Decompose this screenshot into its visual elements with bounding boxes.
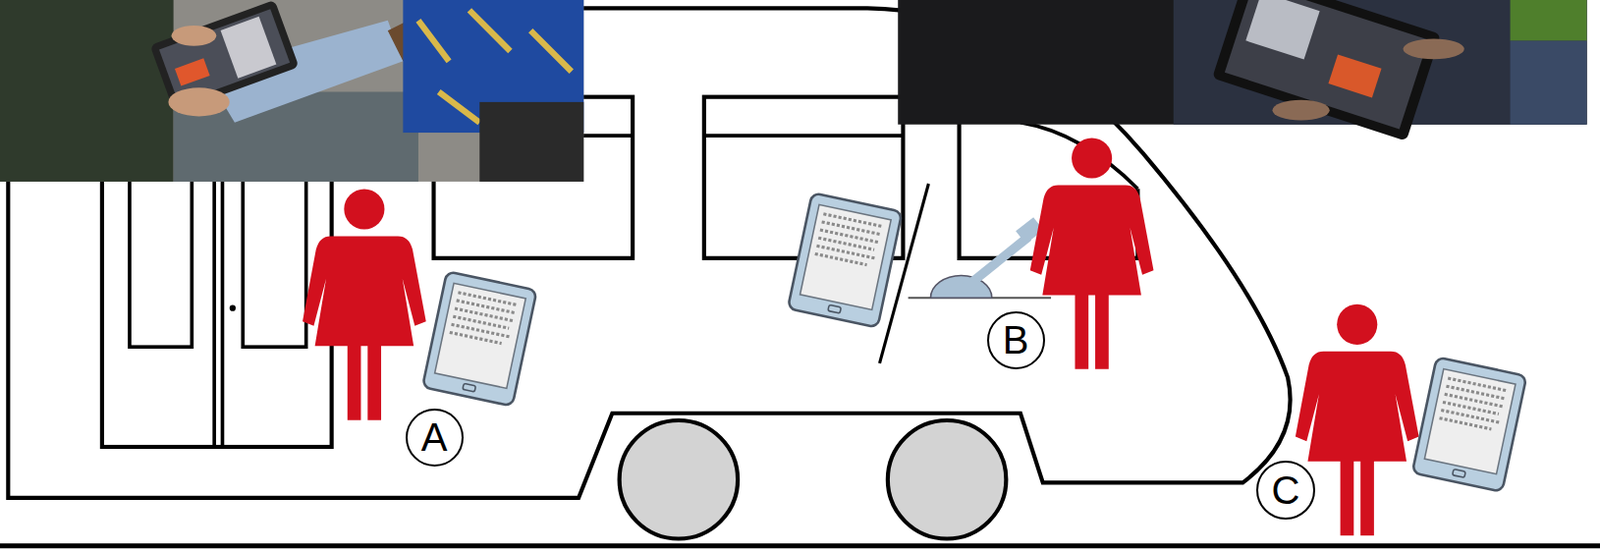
photo [897, 0, 1587, 142]
callout-letter: C [1271, 470, 1301, 510]
photo [0, 0, 584, 182]
callout-circle: C [1256, 460, 1316, 520]
callout-letter: B [1002, 320, 1030, 360]
callout-circle: A [405, 408, 464, 467]
callout-letter: A [421, 417, 448, 457]
callout-circle: B [987, 311, 1046, 370]
